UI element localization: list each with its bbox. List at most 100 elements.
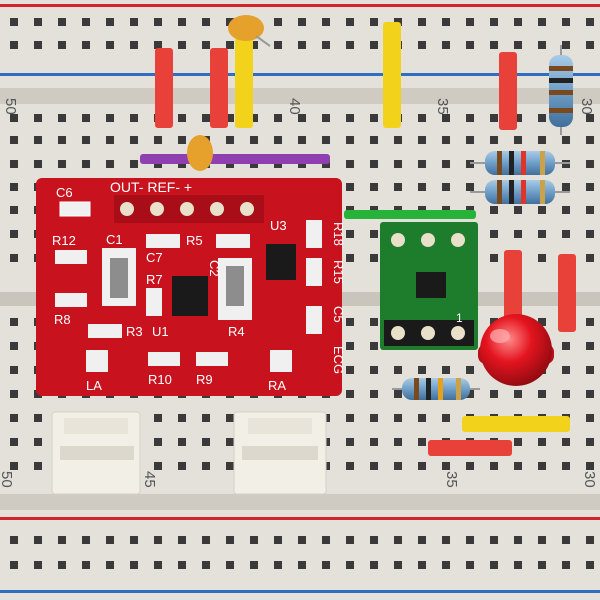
breadboard-hole (370, 160, 378, 168)
breadboard-hole (466, 114, 474, 122)
breadboard-hole (298, 114, 306, 122)
breadboard-hole (562, 561, 570, 569)
column-number-bottom: 35 (443, 471, 460, 488)
connector-latch (248, 418, 312, 434)
breadboard-hole (394, 561, 402, 569)
silkscreen-label: R7 (146, 272, 163, 287)
breadboard-hole (370, 18, 378, 26)
breadboard-hole (250, 41, 258, 49)
breadboard-hole (442, 561, 450, 569)
breadboard-hole (322, 561, 330, 569)
breadboard-hole (586, 462, 594, 470)
breadboard-hole (514, 438, 522, 446)
breadboard-hole (442, 536, 450, 544)
power-rail-blue-bottom (0, 590, 600, 593)
breadboard-hole (82, 18, 90, 26)
breadboard-hole (298, 136, 306, 144)
breadboard-hole (250, 136, 258, 144)
breadboard-hole (442, 160, 450, 168)
breadboard-hole (226, 18, 234, 26)
column-number-top: 40 (286, 98, 303, 115)
ecg-sensor-board: OUT- REF- + C6 R12 R8 C1 C7 R7 R5 C2 (36, 178, 346, 396)
breadboard-hole (58, 41, 66, 49)
breadboard-hole (562, 230, 570, 238)
led-highlight (490, 329, 510, 343)
breadboard-hole (10, 183, 18, 191)
breadboard-hole (538, 230, 546, 238)
breadboard-hole (274, 136, 282, 144)
breadboard-hole (442, 366, 450, 374)
ceramic-capacitor (228, 15, 264, 41)
breadboard-hole (586, 254, 594, 262)
breadboard-hole (490, 462, 498, 470)
breadboard-hole (346, 18, 354, 26)
breadboard-hole (10, 462, 18, 470)
power-rail-red-bottom (0, 517, 600, 520)
breadboard-hole (586, 114, 594, 122)
breadboard-hole (178, 136, 186, 144)
breadboard-hole (346, 438, 354, 446)
resistor-band (456, 378, 461, 400)
header-pin (451, 233, 465, 247)
header-pin (451, 326, 465, 340)
breadboard-hole (538, 438, 546, 446)
led-dome (480, 314, 552, 386)
breadboard-hole (538, 318, 546, 326)
resistor-band (438, 378, 443, 400)
breadboard-hole (10, 230, 18, 238)
breadboard-hole (586, 390, 594, 398)
breadboard-hole (442, 183, 450, 191)
breadboard-hole (466, 462, 474, 470)
header-pin (391, 233, 405, 247)
breadboard-hole (346, 318, 354, 326)
breadboard-hole (346, 114, 354, 122)
breadboard-hole (586, 414, 594, 422)
breadboard-hole (490, 254, 498, 262)
breadboard-hole (250, 561, 258, 569)
breadboard-hole (562, 41, 570, 49)
breadboard-hole (178, 561, 186, 569)
smd-pad (146, 288, 162, 316)
capacitor-chip (110, 258, 128, 298)
smd-pad (148, 352, 180, 366)
breadboard-hole (586, 536, 594, 544)
breadboard-hole (298, 561, 306, 569)
breadboard-hole (202, 114, 210, 122)
header-pin (150, 202, 164, 216)
breadboard-hole (226, 462, 234, 470)
breadboard-hole (490, 114, 498, 122)
breadboard-hole (394, 183, 402, 191)
breadboard-hole (370, 254, 378, 262)
header-pin (421, 326, 435, 340)
breadboard-hole (490, 390, 498, 398)
breadboard-hole (130, 160, 138, 168)
breadboard-hole (154, 561, 162, 569)
breadboard-hole (418, 462, 426, 470)
breadboard-hole (538, 18, 546, 26)
breadboard-hole (514, 114, 522, 122)
breadboard-hole (130, 18, 138, 26)
breadboard-hole (226, 41, 234, 49)
breadboard-hole (346, 183, 354, 191)
breadboard-hole (202, 561, 210, 569)
breadboard-hole (562, 183, 570, 191)
breadboard-hole (58, 18, 66, 26)
breadboard-hole (178, 18, 186, 26)
breadboard-hole (442, 136, 450, 144)
breadboard-hole (226, 561, 234, 569)
breadboard-hole (370, 536, 378, 544)
breadboard-hole (538, 114, 546, 122)
ic-adapter-board: 1 (380, 222, 478, 350)
breadboard-hole (586, 438, 594, 446)
electrode-connector (233, 411, 327, 495)
breadboard-hole (370, 390, 378, 398)
header-pin (120, 202, 134, 216)
breadboard-hole (226, 414, 234, 422)
breadboard-hole (10, 438, 18, 446)
silkscreen-label: C2 (207, 260, 222, 277)
breadboard-hole (538, 206, 546, 214)
breadboard-hole (346, 462, 354, 470)
smd-pad (86, 350, 108, 372)
breadboard-hole (514, 18, 522, 26)
